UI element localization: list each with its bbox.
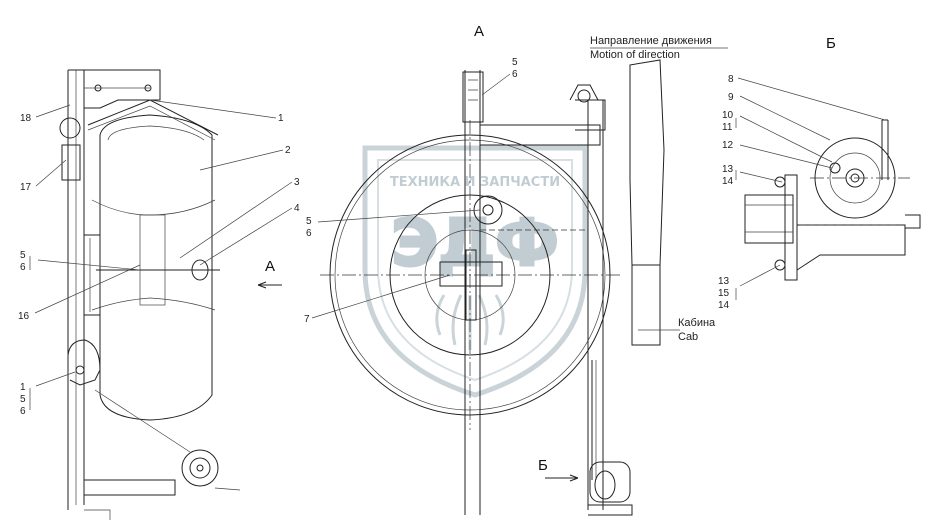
direction-caption-en: Motion of direction (590, 49, 680, 61)
callout-11: 11 (722, 122, 733, 133)
callout-7: 7 (304, 314, 310, 325)
callout-18: 18 (20, 113, 32, 124)
callout-1: 1 (278, 113, 284, 124)
callout-13-lower: 13 (718, 276, 730, 287)
view-a-title: А (474, 23, 484, 40)
callout-5-lower: 5 (20, 394, 26, 405)
cab-caption-ru: Кабина (678, 317, 716, 329)
front-view-leaders (311, 47, 728, 331)
callout-5-top: 5 (512, 57, 518, 68)
cab-caption-en: Cab (678, 331, 698, 343)
callout-10: 10 (722, 110, 734, 121)
view-b-title: Б (826, 35, 836, 52)
callout-17: 17 (20, 182, 32, 193)
callout-5-mid: 5 (306, 216, 312, 227)
callout-2: 2 (285, 145, 291, 156)
callout-14: 14 (722, 176, 734, 187)
watermark-logo: ЭДФ (391, 207, 558, 281)
arrow-a-label: А (265, 258, 275, 275)
side-view-leaders (29, 99, 293, 410)
callout-9: 9 (728, 92, 734, 103)
callout-6: 6 (20, 262, 26, 273)
callout-12: 12 (722, 140, 734, 151)
callout-3: 3 (294, 177, 300, 188)
front-view-a (320, 59, 665, 516)
callout-6-lower: 6 (20, 406, 26, 417)
watermark: ТЕХНИКА И ЗАПЧАСТИ ЭДФ (362, 145, 588, 398)
callout-16: 16 (18, 311, 30, 322)
side-view (59, 69, 282, 520)
callout-1-lower: 1 (20, 382, 26, 393)
detail-view-b (744, 119, 921, 281)
callout-6-mid: 6 (306, 228, 312, 239)
callout-6-top: 6 (512, 69, 518, 80)
callout-14-lower: 14 (718, 300, 730, 311)
arrow-b-label: Б (538, 457, 548, 474)
direction-caption-ru: Направление движения (590, 35, 712, 47)
callout-4: 4 (294, 203, 300, 214)
watermark-text: ТЕХНИКА И ЗАПЧАСТИ (390, 175, 560, 190)
callout-8: 8 (728, 74, 734, 85)
callout-13: 13 (722, 164, 734, 175)
callout-15: 15 (718, 288, 730, 299)
callout-5: 5 (20, 250, 26, 261)
detail-view-leaders (735, 77, 886, 300)
